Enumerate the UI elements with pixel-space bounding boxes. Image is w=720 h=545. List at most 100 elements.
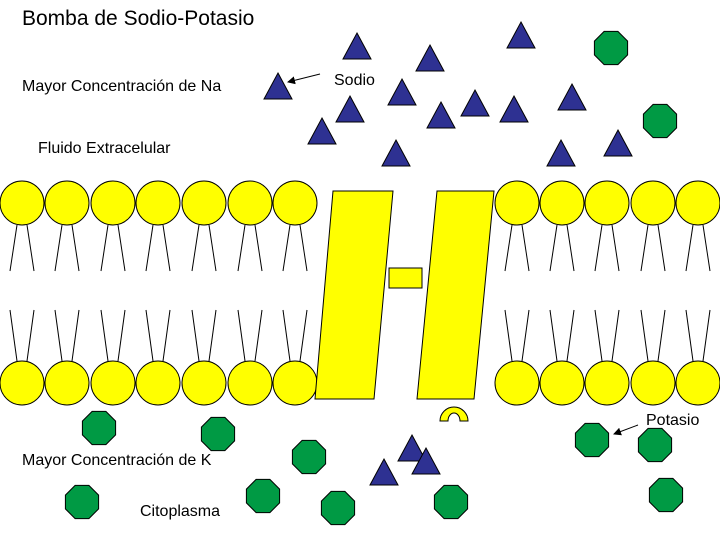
lipid-tail [657, 224, 666, 272]
lipid-tail [162, 309, 171, 362]
lipid-head [181, 360, 227, 406]
sodium-ion-icon [460, 88, 490, 117]
lipid-head [630, 180, 676, 226]
lipid-head [539, 360, 585, 406]
lipid-tail [26, 309, 35, 362]
sodium-ion-icon [369, 457, 399, 486]
potassium-ion-icon [433, 484, 469, 520]
lipid-tail [237, 224, 246, 272]
sodium-ion-icon [263, 71, 293, 100]
potassium-ion-icon [574, 422, 610, 458]
potassium-ion-icon [320, 490, 356, 526]
lipid-tail [208, 309, 217, 362]
lipid-tail [117, 224, 126, 272]
lipid-head [0, 360, 45, 406]
lipid-head [494, 180, 540, 226]
lipid-tail [299, 224, 308, 272]
sodium-arrow [287, 73, 321, 85]
potassium-ions [64, 30, 684, 526]
lipid-head [584, 180, 630, 226]
lipid-tail [504, 309, 513, 362]
label-cytoplasm: Citoplasma [140, 503, 221, 520]
sodium-ion-icon [307, 116, 337, 145]
lipid-tail [549, 309, 558, 362]
pump-left-subunit [314, 190, 394, 400]
sodium-ion-icon [499, 94, 529, 123]
lipid-tail [208, 224, 217, 272]
sodium-ion-icon [387, 77, 417, 106]
lipid-tail [611, 309, 620, 362]
potassium-ion-icon [81, 410, 117, 446]
lipid-tail [117, 309, 126, 362]
lipid-tail [685, 224, 694, 272]
lipid-tail [549, 224, 558, 272]
label-potassium: Potasio [646, 412, 700, 429]
sodium-ion-icon [342, 31, 372, 60]
lipid-tail [254, 224, 263, 272]
lipid-tail [594, 309, 603, 362]
lipid-head [584, 360, 630, 406]
lipid-tail [521, 309, 530, 362]
potassium-ion-icon [200, 416, 236, 452]
lipid-head [630, 360, 676, 406]
pump-right-subunit [416, 190, 495, 400]
lipid-head [90, 180, 136, 226]
sodium-ion-icon [426, 100, 456, 129]
lipid-tail [237, 309, 246, 362]
potassium-ion-icon [291, 439, 327, 475]
lipid-tail [191, 224, 200, 272]
lipid-tail [254, 309, 263, 362]
potassium-ion-icon [642, 103, 678, 139]
label-extracellular-fluid: Fluido Extracelular [38, 140, 171, 157]
lipid-tail [685, 309, 694, 362]
lipid-tail [145, 224, 154, 272]
lipid-tail [9, 224, 18, 272]
lipid-tail [566, 309, 575, 362]
lipid-tail [594, 224, 603, 272]
sodium-ion-icon [603, 128, 633, 157]
lipid-tail [657, 309, 666, 362]
sodium-ion-icon [546, 138, 576, 167]
potassium-ion-icon [593, 30, 629, 66]
lipid-head [272, 360, 318, 406]
potassium-ion-icon [648, 477, 684, 513]
lipid-tail [640, 309, 649, 362]
lipid-tail [100, 309, 109, 362]
potassium-arrow [613, 424, 639, 436]
lipid-tail [521, 224, 530, 272]
lipid-tail [640, 224, 649, 272]
lipid-bilayer [0, 180, 720, 406]
lipid-tail [702, 224, 711, 272]
lipid-tail [71, 309, 80, 362]
lipid-tail [9, 309, 18, 362]
lipid-head [227, 360, 273, 406]
lipid-head [0, 180, 45, 226]
lipid-tail [299, 309, 308, 362]
lipid-head [272, 180, 318, 226]
lipid-head [181, 180, 227, 226]
lipid-head [44, 180, 90, 226]
lipid-tail [71, 224, 80, 272]
pump-binding-site [439, 406, 469, 422]
lipid-head [675, 180, 720, 226]
lipid-tail [282, 224, 291, 272]
sodium-ion-icon [381, 138, 411, 167]
label-higher-k: Mayor Concentración de K [22, 452, 212, 469]
sodium-ions [263, 20, 633, 486]
lipid-tail [54, 309, 63, 362]
sodium-ion-icon [397, 433, 427, 462]
pump-connector [388, 267, 423, 289]
sodium-potassium-pump [314, 190, 495, 422]
lipid-tail [282, 309, 291, 362]
lipid-tail [26, 224, 35, 272]
lipid-tail [702, 309, 711, 362]
lipid-head [90, 360, 136, 406]
potassium-ion-icon [245, 478, 281, 514]
label-higher-na: Mayor Concentración de Na [22, 78, 222, 95]
lipid-tail [504, 224, 513, 272]
lipid-head [135, 180, 181, 226]
sodium-ion-icon [335, 94, 365, 123]
lipid-head [227, 180, 273, 226]
